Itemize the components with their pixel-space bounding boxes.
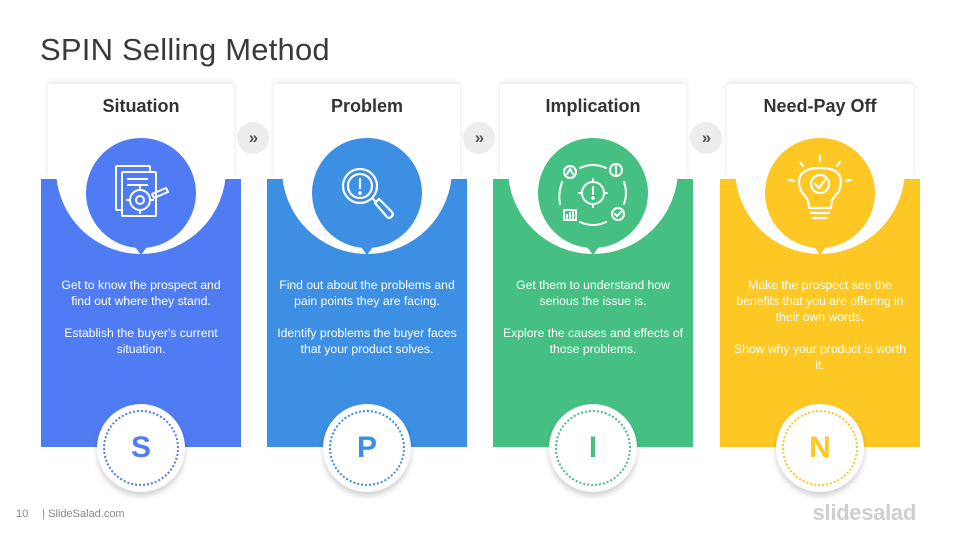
chevron-right-icon: » <box>237 122 269 154</box>
description-paragraph: Get to know the prospect and find out wh… <box>61 278 221 308</box>
step-label: Implication <box>545 96 641 116</box>
step-label: Problem <box>330 96 404 116</box>
step-label: Need-Pay Off <box>763 96 877 116</box>
brand-logo: slidesalad <box>812 500 917 525</box>
letter-badge: P <box>323 404 411 492</box>
letter-badge: I <box>549 404 637 492</box>
step-pointer <box>812 244 828 255</box>
badge-letter: S <box>130 431 151 464</box>
badge-letter: N <box>809 431 831 464</box>
step-card-situation: Situation Get to know the prospect and f… <box>41 84 241 492</box>
step-card-need-pay-off: Need-Pay Off Make the prospect see the b… <box>720 84 920 492</box>
description-paragraph: Explore the causes and effects of those … <box>503 326 683 356</box>
slide-footer: 10 | SlideSalad.com <box>16 508 131 520</box>
step-description: Find out about the problems and pain poi… <box>277 277 457 373</box>
page-number: 10 <box>16 508 29 520</box>
badge-letter: I <box>588 431 598 464</box>
badge-ring <box>103 410 179 486</box>
step-label: Situation <box>102 96 180 116</box>
description-paragraph: Show why your product is worth it. <box>733 342 907 372</box>
description-paragraph: Establish the buyer's current situation. <box>64 326 218 356</box>
alert-gear-cycle-icon <box>538 138 648 248</box>
badge-ring <box>555 410 631 486</box>
magnifier-alert-icon <box>312 138 422 248</box>
badge-letter: P <box>356 431 377 464</box>
step-card-problem: Problem Find out about the problems and … <box>267 84 467 492</box>
badge-ring <box>329 410 405 486</box>
step-description: Make the prospect see the benefits that … <box>730 277 910 389</box>
lightbulb-check-icon <box>765 138 875 248</box>
step-pointer <box>133 244 149 255</box>
step-description: Get them to understand how serious the i… <box>503 277 683 373</box>
badge-ring <box>782 410 858 486</box>
chevron-right-icon: » <box>463 122 495 154</box>
chevron-right-icon: » <box>690 122 722 154</box>
description-paragraph: Find out about the problems and pain poi… <box>279 278 455 308</box>
step-card-implication: Implication <box>493 84 693 492</box>
slide-title: SPIN Selling Method <box>40 32 330 67</box>
step-pointer <box>585 244 601 255</box>
step-pointer <box>359 244 375 255</box>
description-paragraph: Get them to understand how serious the i… <box>516 278 670 308</box>
description-paragraph: Identify problems the buyer faces that y… <box>277 326 457 356</box>
footer-site: | SlideSalad.com <box>42 508 125 520</box>
letter-badge: S <box>97 404 185 492</box>
document-gear-icon <box>86 138 196 248</box>
description-paragraph: Make the prospect see the benefits that … <box>736 278 904 324</box>
letter-badge: N <box>776 404 864 492</box>
step-description: Get to know the prospect and find out wh… <box>51 277 231 373</box>
